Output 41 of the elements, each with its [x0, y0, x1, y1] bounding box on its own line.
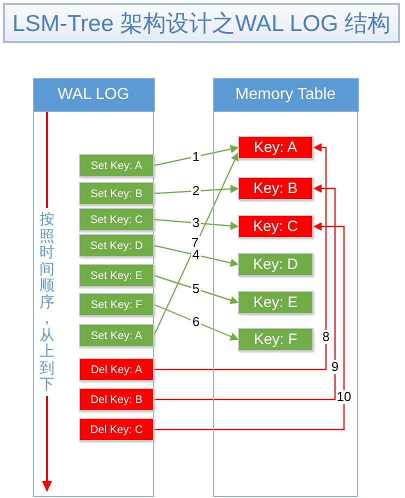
log-entry-box: Set Key: A: [79, 324, 154, 347]
log-entry-box: Set Key: E: [79, 264, 154, 287]
panel: [33, 78, 154, 497]
arrow: [154, 184, 336, 400]
panel-header: WAL LOG: [32, 78, 154, 112]
panel-header: Memory Table: [212, 78, 358, 112]
arrow: [154, 144, 239, 166]
log-entry-box: Set Key: B: [79, 182, 154, 205]
edge-label: 10: [336, 390, 352, 404]
edge-label: 2: [191, 184, 201, 198]
log-entry-box: Set Key: F: [79, 293, 154, 316]
vertical-note: 按照时间顺序，从上到下: [39, 212, 55, 394]
arrow: [154, 304, 239, 340]
key-box: Key: B: [238, 177, 313, 200]
log-entry-box: Del Key: A: [79, 358, 154, 381]
log-entry-box: Del Key: C: [79, 418, 154, 441]
edge-label: 9: [330, 360, 340, 374]
arrow: [154, 274, 239, 304]
key-box: Key: E: [238, 291, 313, 314]
edge-label: 1: [191, 150, 201, 164]
edge-label: 3: [191, 216, 201, 230]
log-entry-box: Del Key: B: [79, 388, 154, 411]
arrow: [154, 143, 327, 370]
title-banner: LSM-Tree 架构设计之WAL LOG 结构: [3, 3, 400, 43]
arrow: [154, 218, 239, 230]
arrow: [154, 184, 239, 194]
log-entry-box: Set Key: C: [79, 208, 154, 231]
key-box: Key: D: [238, 253, 313, 276]
log-entry-box: Set Key: D: [79, 234, 154, 257]
arrow: [154, 222, 345, 430]
key-box: Key: F: [238, 328, 313, 351]
panel: [213, 78, 358, 497]
key-box: Key: C: [238, 215, 313, 238]
arrow: [154, 244, 239, 267]
edge-label: 7: [190, 236, 200, 250]
edge-label: 6: [191, 315, 201, 329]
edge-label: 8: [321, 330, 331, 344]
arrow: [153, 152, 239, 336]
key-box: Key: A: [238, 136, 313, 159]
edge-label: 5: [191, 282, 201, 296]
log-entry-box: Set Key: A: [79, 154, 154, 177]
